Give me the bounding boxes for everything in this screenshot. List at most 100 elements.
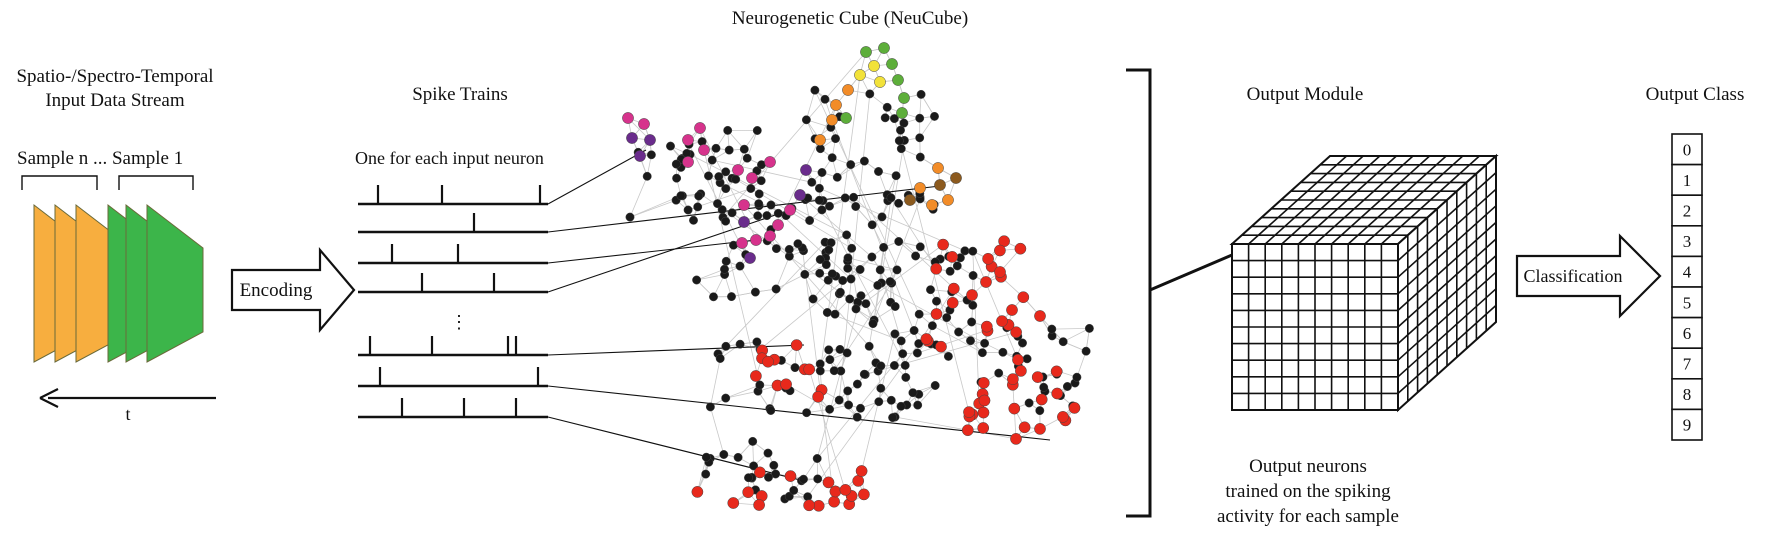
neuron-black [932,296,941,306]
cube-grid-line [1397,304,1497,394]
neuron-black [817,205,827,215]
neuron-orange [814,134,826,146]
neuron-red [1014,242,1027,255]
neuron-black [843,386,853,396]
neuron-red [946,251,959,263]
output-class-label: 1 [1683,171,1692,190]
neuron-black [805,216,815,225]
neuron-black [842,348,852,358]
neuron-connection [831,119,920,344]
neuron-black [960,246,970,256]
neuron-red [946,296,959,309]
neuron-black [865,89,875,99]
neuron-connection [805,199,873,258]
neuron-black [890,302,900,311]
neuron-connection [710,358,721,407]
neuron-black [625,212,635,222]
cube-grid-line [1331,155,1431,245]
neuron-red [852,475,865,487]
neuron-red [822,476,835,489]
neuron-black [731,174,741,184]
neuron-black [864,341,874,351]
neuron-black [842,230,852,240]
neuron-brown [950,172,962,184]
output-module-heading: Output Module [1247,84,1364,105]
neuron-red [1015,365,1027,377]
neuron-black [879,242,889,252]
neuron-black [845,294,855,304]
output-class-label: 8 [1683,385,1692,404]
encoding-label: Encoding [240,280,313,301]
neuron-black [704,171,713,181]
neuron-black [966,336,975,346]
neuron-connection [827,312,902,342]
neuron-black [1024,398,1034,408]
neuron-black [735,261,745,271]
neuron-black [752,337,762,347]
neuron-black [1058,337,1068,347]
neuron-connection [775,274,805,290]
neuron-orange [842,84,854,96]
neuron-black [894,237,904,246]
neuron-black [750,287,760,297]
neuron-black [694,191,704,201]
neuron-green [886,58,898,70]
neuron-black [894,198,904,208]
neuron-black [784,244,794,254]
neuron-black [753,211,763,221]
neuron-black [875,265,885,275]
neuron-black [835,287,845,297]
neuron-black [888,413,898,423]
neuron-black [672,173,682,183]
neuron-green [898,92,910,104]
neuron-black [874,397,884,407]
neuron-orange [826,114,838,126]
neuron-black [829,366,839,376]
neuron-red [754,466,766,479]
neuron-black [676,191,686,201]
neuron-black [896,125,905,135]
neuron-orange [942,194,954,206]
neuron-red [947,282,960,295]
spike-train-list [358,185,548,419]
neuron-black [852,379,862,389]
neuron-black [834,395,844,405]
neuron-connection [855,244,944,310]
neuron-black [801,115,811,125]
neuron-black [890,329,900,339]
neuron-black [799,474,808,484]
neuron-connection [806,90,816,120]
neuron-black [1039,382,1049,392]
neuron-red [1012,353,1024,366]
neuron-red [961,424,974,437]
cube-grid-line [1397,271,1497,361]
sample-1-green-3 [146,203,204,363]
neuron-black [692,275,702,285]
neuron-purple [738,216,750,228]
neuron-black [868,319,878,329]
neuron-black [822,308,832,317]
neuron-black [762,211,772,221]
neuron-magenta [638,118,650,130]
neuron-black [744,473,753,483]
neuron-red [780,378,792,391]
neuron-black [915,133,925,143]
neuron-black [742,153,752,163]
neuron-yellow [874,76,886,88]
spike-trains-ellipsis: ⋮ [450,312,468,332]
neuron-black [693,202,703,212]
neuron-red [920,333,933,345]
neuron-black [876,383,886,393]
neuron-orange [932,162,944,174]
neuron-connection [872,198,921,324]
diagram-title: Neurogenetic Cube (NeuCube) [732,8,968,29]
neuron-black [867,252,877,262]
neuron-magenta [736,237,748,249]
neuron-black [810,85,820,95]
neuron-red [1050,365,1063,378]
encoding-arrow: Encoding [230,247,356,333]
neuron-red [855,465,868,477]
neuron-red [829,485,842,498]
neuron-red [935,340,947,353]
neuron-connection [746,130,758,159]
